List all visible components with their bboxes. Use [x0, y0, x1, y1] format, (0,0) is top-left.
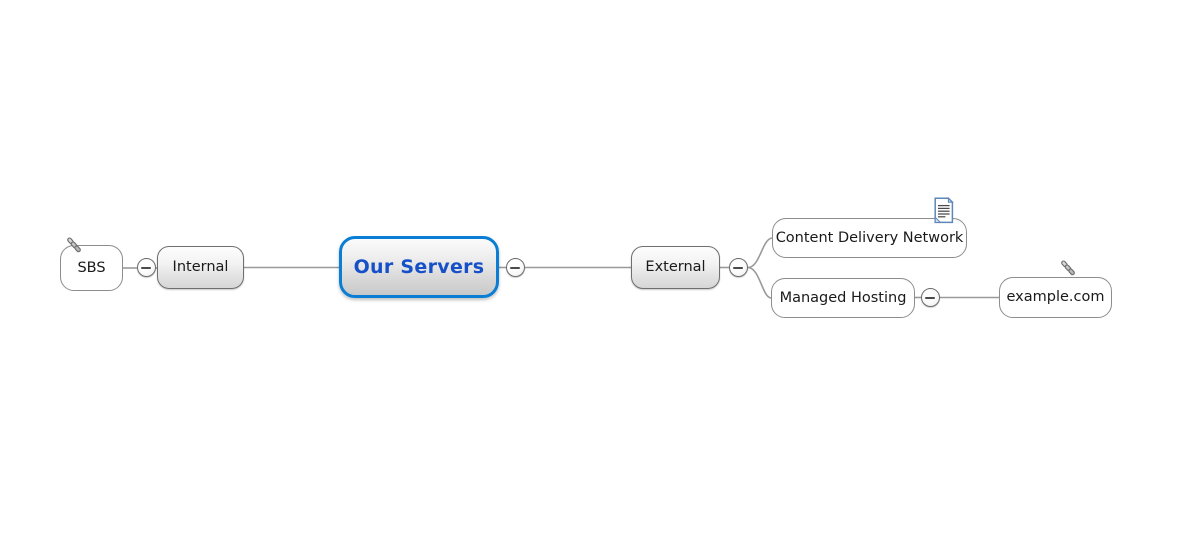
node-content-delivery-network-label: Content Delivery Network: [775, 229, 964, 246]
collapse-toggle-internal[interactable]: [137, 258, 156, 277]
node-internal-label: Internal: [172, 259, 229, 276]
node-sbs[interactable]: SBS: [60, 245, 123, 291]
node-our-servers-label: Our Servers: [353, 255, 485, 278]
node-managed-hosting[interactable]: Managed Hosting: [771, 278, 915, 318]
node-external-label: External: [645, 259, 706, 276]
node-sbs-label: SBS: [77, 259, 106, 276]
node-content-delivery-network[interactable]: Content Delivery Network: [772, 218, 967, 258]
link-icon[interactable]: [63, 234, 85, 256]
node-external[interactable]: External: [631, 246, 720, 289]
node-example-com-label: example.com: [1006, 289, 1105, 306]
edge-external-managed: [747, 266, 772, 299]
collapse-toggle-managed-hosting[interactable]: [921, 288, 940, 307]
link-icon[interactable]: [1057, 257, 1079, 279]
edge-external-cdn: [747, 237, 773, 269]
note-icon[interactable]: [933, 197, 955, 224]
node-managed-hosting-label: Managed Hosting: [779, 289, 907, 306]
node-example-com[interactable]: example.com: [999, 277, 1112, 318]
collapse-toggle-external[interactable]: [729, 258, 748, 277]
node-our-servers[interactable]: Our Servers: [339, 236, 499, 298]
collapse-toggle-our-servers[interactable]: [506, 258, 525, 277]
node-internal[interactable]: Internal: [157, 246, 244, 289]
